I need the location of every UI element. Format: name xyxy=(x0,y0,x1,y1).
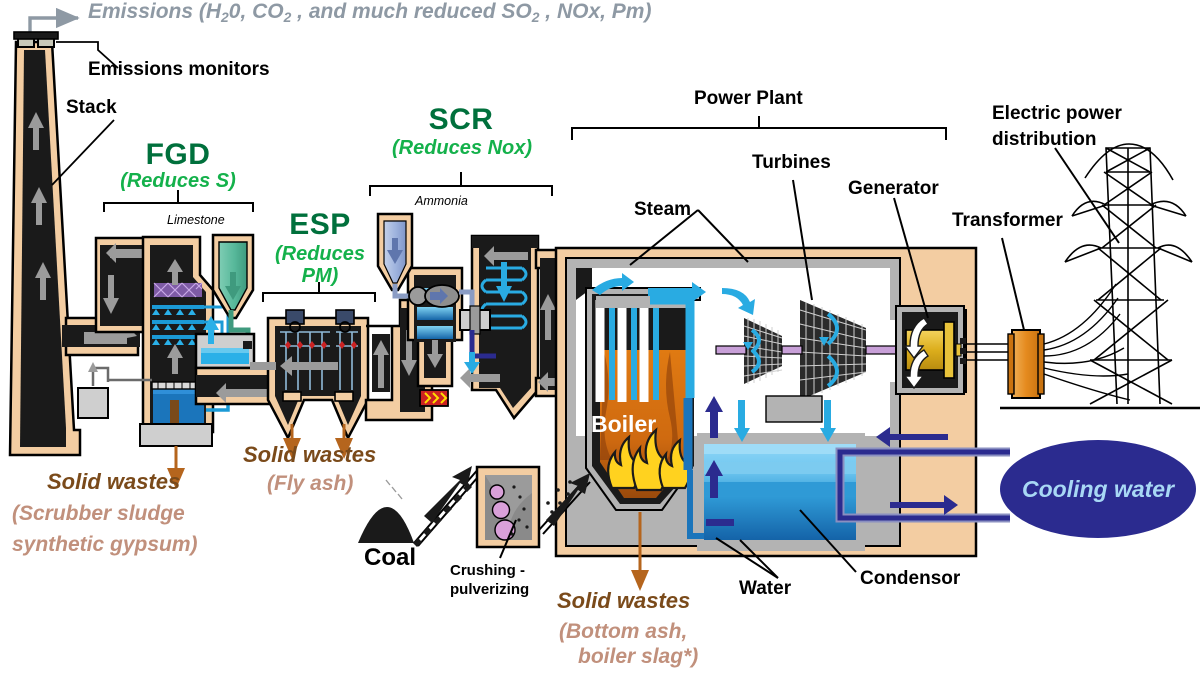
label-generator: Generator xyxy=(848,178,939,199)
label-scr-sub: (Reduces Nox) xyxy=(391,137,533,159)
label-electric-power-distribution-line2: distribution xyxy=(992,129,1097,150)
air-heater-graphic xyxy=(376,212,574,421)
label-scr-title: SCR xyxy=(428,103,494,136)
label-transformer: Transformer xyxy=(952,210,1063,231)
label-esp-title: ESP xyxy=(289,208,351,241)
label-coal: Coal xyxy=(364,544,417,571)
waste-scrubber-detail-1: (Scrubber sludge xyxy=(12,502,185,525)
label-crushing-line2: pulverizing xyxy=(450,581,530,598)
label-emissions-monitors: Emissions monitors xyxy=(88,59,270,80)
coal-handling-graphic xyxy=(358,465,649,591)
label-stack: Stack xyxy=(66,97,117,118)
label-esp-sub-line1: (Reduces xyxy=(274,243,366,265)
label-ammonia: Ammonia xyxy=(415,194,468,208)
label-condensor: Condensor xyxy=(860,568,961,589)
stack-graphic xyxy=(8,31,140,457)
waste-scrubber-title: Solid wastes xyxy=(47,469,181,494)
label-esp-sub-line2: PM) xyxy=(301,265,339,287)
emissions-banner: Emissions (H20, CO2 , and much reduced S… xyxy=(88,0,652,25)
label-boiler: Boiler xyxy=(591,411,657,437)
waste-flyash-detail-1: (Fly ash) xyxy=(267,472,354,495)
transformer-and-tower xyxy=(1000,143,1200,410)
cooling-water-pond xyxy=(1000,440,1196,538)
esp-graphic xyxy=(250,298,434,459)
waste-bottomash-detail-1: (Bottom ash, xyxy=(559,620,688,643)
label-fgd-sub: (Reduces S) xyxy=(120,170,236,192)
label-turbines: Turbines xyxy=(752,152,831,173)
label-fgd-title: FGD xyxy=(145,138,211,171)
label-power-plant: Power Plant xyxy=(694,88,803,109)
label-limestone: Limestone xyxy=(167,213,225,227)
label-electric-power-distribution-line1: Electric power xyxy=(992,103,1122,124)
fgd-scrubber-graphic xyxy=(77,233,282,489)
turbine-rotors xyxy=(715,300,901,400)
power-plant-building xyxy=(554,246,1032,558)
label-cooling-water: Cooling water xyxy=(1021,476,1175,502)
waste-bottomash-title: Solid wastes xyxy=(557,588,691,613)
label-crushing-line1: Crushing - xyxy=(450,562,525,579)
label-steam: Steam xyxy=(634,199,692,220)
waste-bottomash-detail-2: boiler slag*) xyxy=(578,645,699,668)
annotation-brackets xyxy=(103,116,1120,579)
waste-flyash-title: Solid wastes xyxy=(243,442,377,467)
waste-scrubber-detail-2: synthetic gypsum) xyxy=(12,533,198,556)
label-water: Water xyxy=(739,578,792,599)
